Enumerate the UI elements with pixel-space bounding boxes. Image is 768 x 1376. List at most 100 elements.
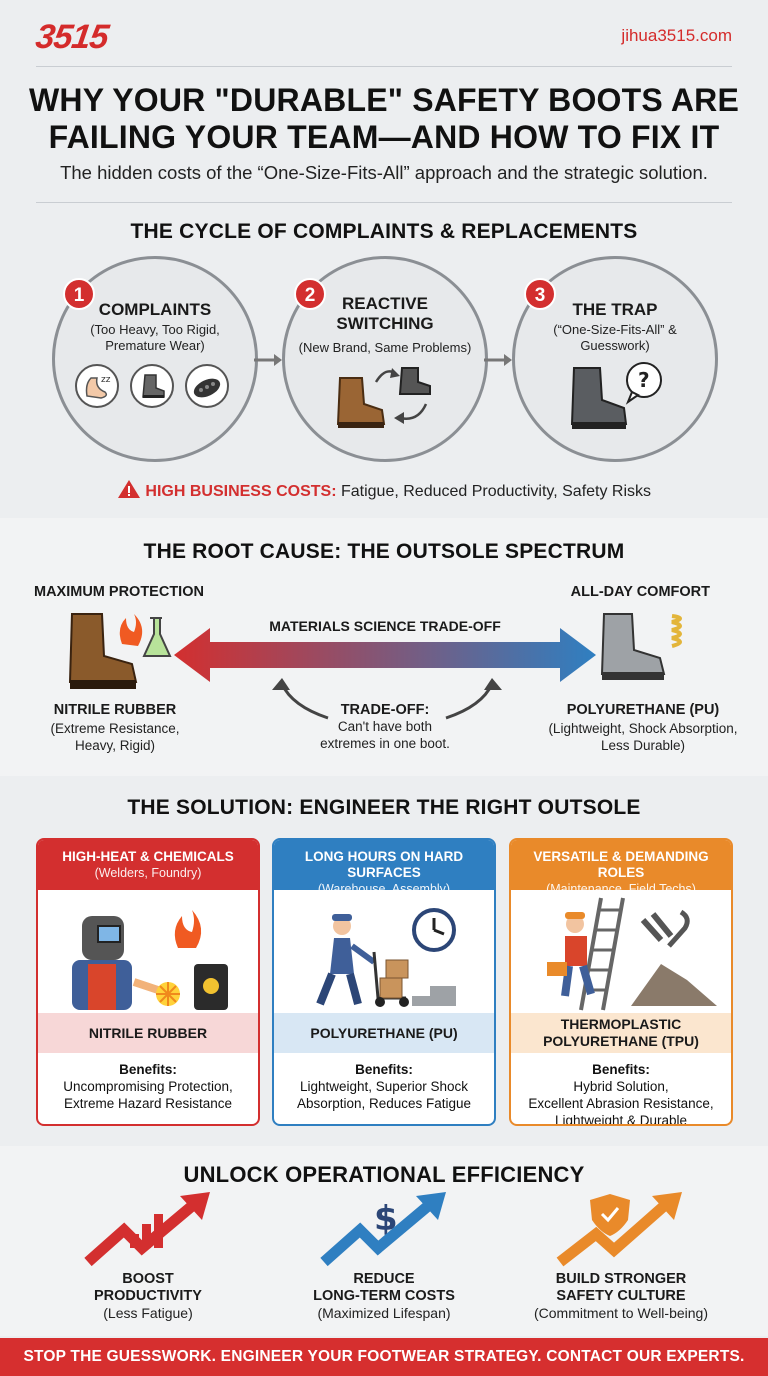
svg-text:?: ?: [638, 368, 650, 392]
svg-text:zz: zz: [101, 375, 111, 385]
efficiency-item-title: BOOST: [122, 1271, 174, 1287]
trade-off-note-title: TRADE-OFF:: [340, 702, 430, 718]
heavy-boot-icon: [130, 364, 174, 408]
trade-off-note-line2: extremes in one boot.: [320, 736, 450, 751]
efficiency-item-safety: BUILD STRONGER SAFETY CULTURE (Commitmen…: [516, 1271, 726, 1322]
card-material-name: NITRILE RUBBER: [88, 1024, 208, 1041]
nitrile-boot-icon: [68, 613, 172, 689]
card-benefits: Benefits: Lightweight, Superior Shock Ab…: [274, 1053, 494, 1112]
pu-desc-line2: Less Durable): [600, 738, 686, 753]
card-header-subtitle: (Welders, Foundry): [94, 866, 202, 880]
polyurethane-label: POLYURETHANE (PU): [566, 702, 720, 718]
website-link[interactable]: jihua3515.com: [621, 26, 732, 45]
step-number-badge: 3: [524, 278, 556, 310]
step-subtitle: (Too Heavy, Too Rigid, Premature Wear): [90, 322, 220, 353]
page-subtitle: The hidden costs of the “One-Size-Fits-A…: [60, 162, 708, 183]
benefit-line: Lightweight, Superior Shock: [299, 1079, 469, 1094]
boot-swap-icon: [336, 367, 431, 428]
costs-label: HIGH BUSINESS COSTS:: [145, 483, 337, 500]
all-day-comfort-label: ALL-DAY COMFORT: [570, 584, 710, 600]
costs-text: Fatigue, Reduced Productivity, Safety Ri…: [336, 483, 652, 500]
card-header: LONG HOURS ON HARD SURFACES (Warehouse, …: [274, 840, 494, 896]
warehouse-worker-illustration: [274, 890, 494, 1013]
efficiency-item-title-line2: LONG-TERM COSTS: [313, 1288, 455, 1304]
solution-card-nitrile: HIGH-HEAT & CHEMICALS (Welders, Foundry)…: [36, 838, 260, 1126]
efficiency-item-productivity: BOOST PRODUCTIVITY (Less Fatigue): [48, 1271, 248, 1322]
cycle-section-title: THE CYCLE OF COMPLAINTS & REPLACEMENTS: [130, 220, 638, 243]
trade-off-arrow-label: MATERIALS SCIENCE TRADE-OFF: [269, 618, 501, 634]
efficiency-item-title: BUILD STRONGER: [555, 1271, 687, 1287]
header-divider: [36, 66, 732, 67]
benefits-label: Benefits:: [355, 1062, 413, 1077]
nitrile-desc-line2: Heavy, Rigid): [74, 738, 156, 753]
solution-card-tpu: VERSATILE & DEMANDING ROLES (Maintenance…: [509, 838, 733, 1126]
cost-reduction-icon: $: [320, 1192, 446, 1267]
field-tech-illustration: [511, 890, 731, 1013]
trade-off-double-arrow: [174, 628, 596, 682]
card-header: VERSATILE & DEMANDING ROLES (Maintenance…: [511, 840, 731, 896]
benefit-line: Extreme Hazard Resistance: [63, 1096, 233, 1111]
card-header: HIGH-HEAT & CHEMICALS (Welders, Foundry): [38, 840, 258, 890]
card-header-subtitle: (Maintenance, Field Techs): [546, 882, 696, 896]
step-title: REACTIVE SWITCHING: [336, 294, 434, 333]
cycle-arrow-icon: [254, 354, 282, 366]
step-title: THE TRAP: [572, 300, 658, 319]
step-subtitle: (New Brand, Same Problems): [298, 340, 472, 355]
warning-icon: [117, 480, 140, 498]
card-benefits: Benefits: Uncompromising Protection, Ext…: [38, 1053, 258, 1112]
card-material: NITRILE RUBBER: [38, 1013, 258, 1053]
efficiency-section-title: UNLOCK OPERATIONAL EFFICIENCY: [183, 1162, 585, 1187]
cycle-arrow-icon: [484, 354, 512, 366]
efficiency-item-subtitle: (Less Fatigue): [103, 1305, 193, 1321]
benefit-line: Uncompromising Protection,: [63, 1079, 233, 1094]
benefits-label: Benefits:: [119, 1062, 177, 1077]
page-title-line1: WHY YOUR "DURABLE" SAFETY BOOTS ARE: [29, 82, 739, 118]
trade-off-note-line1: Can't have both: [337, 719, 433, 734]
efficiency-item-title-line2: SAFETY CULTURE: [556, 1288, 686, 1304]
brand-logo: 3515: [33, 18, 111, 56]
pu-desc-line1: (Lightweight, Shock Absorption,: [548, 721, 738, 736]
max-protection-label: MAXIMUM PROTECTION: [34, 584, 204, 600]
efficiency-item-title-line2: PRODUCTIVITY: [94, 1288, 202, 1304]
card-material: THERMOPLASTIC POLYURETHANE (TPU): [511, 1013, 731, 1053]
nitrile-desc-line1: (Extreme Resistance,: [50, 721, 180, 736]
step-title: COMPLAINTS: [98, 300, 212, 319]
card-material-name: POLYURETHANE (PU): [310, 1024, 458, 1041]
outsole-section-title: THE ROOT CAUSE: THE OUTSOLE SPECTRUM: [143, 540, 625, 563]
polyurethane-desc: (Lightweight, Shock Absorption, Less Dur…: [528, 720, 758, 754]
card-header-title: VERSATILE & DEMANDING ROLES: [533, 849, 709, 880]
card-material-name-line2: POLYURETHANE (TPU): [543, 1033, 699, 1049]
benefit-line: Absorption, Reduces Fatigue: [296, 1096, 472, 1111]
svg-text:$: $: [374, 1199, 398, 1239]
benefits-label: Benefits:: [592, 1062, 650, 1077]
efficiency-item-subtitle: (Maximized Lifespan): [317, 1305, 451, 1321]
card-material: POLYURETHANE (PU): [274, 1013, 494, 1053]
page-title-line2: FAILING YOUR TEAM—AND HOW TO FIX IT: [48, 119, 720, 155]
pu-boot-icon: [600, 613, 682, 680]
efficiency-item-subtitle: (Commitment to Well-being): [533, 1305, 708, 1321]
step-subtitle: (“One-Size-Fits-All” & Guesswork): [553, 322, 677, 353]
solution-section-title: THE SOLUTION: ENGINEER THE RIGHT OUTSOLE: [127, 796, 641, 819]
step-number-badge: 1: [63, 278, 95, 310]
solution-card-pu: LONG HOURS ON HARD SURFACES (Warehouse, …: [272, 838, 496, 1126]
tired-foot-icon: zz: [75, 364, 119, 408]
nitrile-rubber-desc: (Extreme Resistance, Heavy, Rigid): [20, 720, 210, 754]
safety-culture-icon: [556, 1192, 682, 1267]
efficiency-item-title: REDUCE: [353, 1271, 415, 1287]
card-header-title: LONG HOURS ON HARD SURFACES: [304, 849, 464, 880]
welder-illustration: [38, 890, 258, 1013]
card-header-subtitle: (Warehouse, Assembly): [317, 882, 451, 896]
trade-off-note: TRADE-OFF: Can't have both extremes in o…: [290, 702, 480, 752]
card-header-title: HIGH-HEAT & CHEMICALS: [62, 849, 234, 864]
card-material-name: THERMOPLASTIC: [560, 1016, 682, 1032]
productivity-growth-icon: [84, 1192, 210, 1267]
question-boot-icon: ?: [570, 362, 662, 429]
benefit-line: Lightweight & Durable: [554, 1113, 688, 1126]
subtitle-divider: [36, 202, 732, 203]
contact-cta-banner[interactable]: STOP THE GUESSWORK. ENGINEER YOUR FOOTWE…: [0, 1338, 768, 1376]
nitrile-rubber-label: NITRILE RUBBER: [53, 702, 177, 718]
cycle-step-reactive-switching: [282, 256, 488, 462]
step-number-badge: 2: [294, 278, 326, 310]
business-costs-warning: HIGH BUSINESS COSTS: Fatigue, Reduced Pr…: [0, 479, 768, 501]
worn-sole-icon: [185, 364, 229, 408]
